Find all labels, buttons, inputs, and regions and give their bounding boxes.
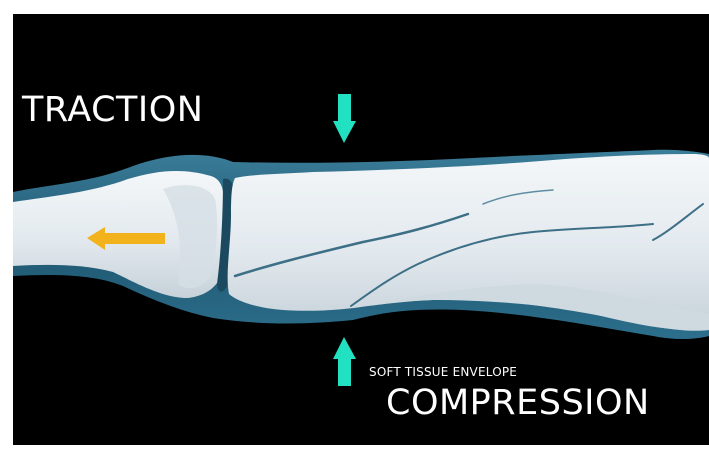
traction-label: TRACTION xyxy=(22,93,203,128)
down-arrow-icon xyxy=(333,94,356,143)
bone-illustration-scene: TRACTION SOFT TISSUE ENVELOPE COMPRESSIO… xyxy=(13,14,709,445)
soft-tissue-envelope-label: SOFT TISSUE ENVELOPE xyxy=(369,366,517,378)
up-arrow-icon xyxy=(333,337,356,386)
compression-label: COMPRESSION xyxy=(386,386,650,421)
bone-fracture-svg xyxy=(13,14,709,445)
